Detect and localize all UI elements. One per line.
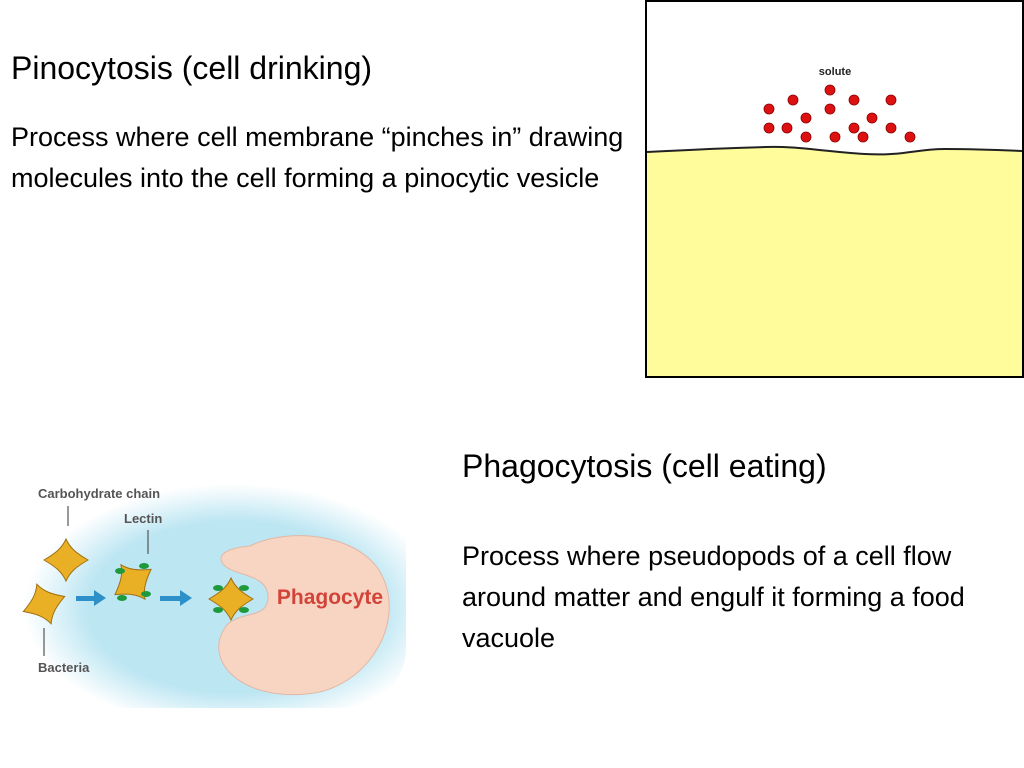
solute-particle	[800, 131, 812, 143]
arrow-right-icon	[160, 590, 192, 606]
bacteria-label: Bacteria	[38, 660, 90, 675]
solute-particle	[885, 94, 897, 106]
solute-particle	[787, 94, 799, 106]
phagocyte	[218, 535, 390, 696]
lectin-label: Lectin	[124, 511, 162, 526]
lectin-bound-bacterium	[102, 551, 164, 613]
phagocytosis-title: Phagocytosis (cell eating)	[462, 448, 827, 484]
solute-particle	[763, 103, 775, 115]
solute-particle	[829, 131, 841, 143]
solute-particle	[800, 112, 812, 124]
cell-membrane	[646, 145, 1023, 156]
pinocytosis-title: Pinocytosis (cell drinking)	[11, 50, 373, 86]
solute-particle	[824, 103, 836, 115]
pinocytosis-description: Process where cell membrane “pinches in”…	[11, 122, 624, 193]
carbohydrate-chain-label: Carbohydrate chain	[38, 486, 160, 501]
solute-particles	[763, 84, 916, 143]
solute-particle	[848, 94, 860, 106]
pinocytosis-diagram: solute	[645, 0, 1024, 378]
engulfed-bacterium	[208, 577, 254, 621]
solute-particle	[824, 84, 836, 96]
solute-label: solute	[819, 66, 851, 78]
phagocytosis-diagram: Phagocyte Carbohydrate chain Lectin Bact…	[18, 484, 406, 708]
phagocytosis-description: Process where pseudopods of a cell flow …	[462, 541, 965, 653]
solute-particle	[904, 131, 916, 143]
solute-particle	[885, 122, 897, 134]
solute-particle	[866, 112, 878, 124]
solute-particle	[781, 122, 793, 134]
cytoplasm	[647, 146, 1022, 376]
solute-particle	[848, 122, 860, 134]
phagocyte-label: Phagocyte	[277, 586, 383, 609]
solute-particle	[857, 131, 869, 143]
solute-particle	[763, 122, 775, 134]
arrow-right-icon	[76, 590, 106, 606]
